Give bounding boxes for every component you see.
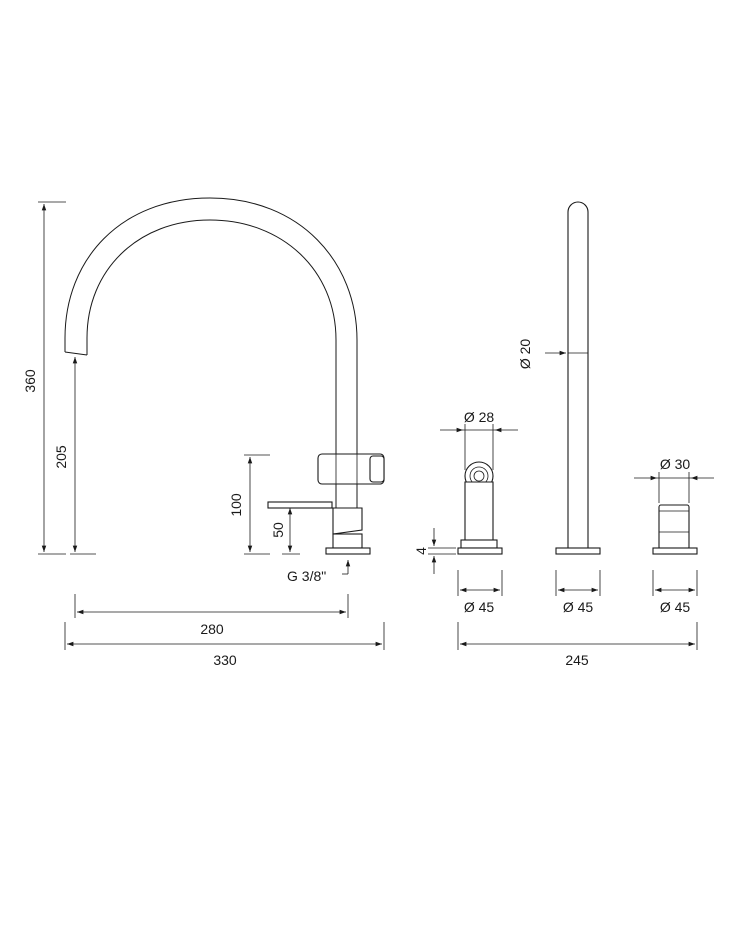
dim-100: 100 [228,493,244,517]
dim-g-thread: G 3/8" [287,568,326,584]
kitchen-faucet-drawing [64,197,385,555]
dim-360: 360 [22,369,38,393]
faucet-base [325,547,371,555]
spray-body [464,481,494,541]
dim-50: 50 [270,522,286,538]
spray-base [457,547,503,555]
dim-spray-diameter: Ø 28 [464,409,495,425]
dim-knob-base-diameter: Ø 45 [660,599,691,615]
spout-inner-outline [86,219,337,510]
dim-spray-base-diameter: Ø 45 [464,599,495,615]
rod-drawing [555,201,601,555]
rod-body [567,201,589,549]
knob-drawing [652,504,698,555]
knob-base [652,547,698,555]
dim-330: 330 [213,652,237,668]
dimension-labels: 360 205 100 50 G 3/8" Ø 28 4 Ø 20 Ø 30 Ø… [22,339,690,668]
knob-body [658,504,690,550]
dim-rod-base-diameter: Ø 45 [563,599,594,615]
dimension-lines [38,201,714,650]
faucet-lower-body [332,507,363,535]
dim-knob-diameter: Ø 30 [660,456,691,472]
dim-245: 245 [565,652,589,668]
rod-base [555,547,601,555]
dim-rod-diameter: Ø 20 [517,339,533,370]
spout-outer-outline [64,197,358,510]
dim-205: 205 [53,445,69,469]
side-spray-drawing [457,461,503,555]
dim-280: 280 [200,621,224,637]
lever-handle [267,501,333,509]
dim-plate-thickness: 4 [413,547,429,555]
